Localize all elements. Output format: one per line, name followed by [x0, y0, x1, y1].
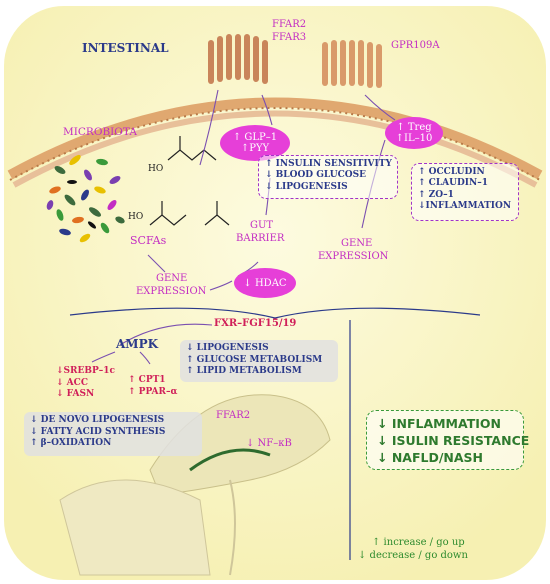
srebp-list: ↓SREBP–1c ↓ ACC ↓ FASN: [50, 363, 115, 404]
gene-expression-right-2: EXPRESSION: [318, 251, 389, 262]
fxr-effect-2: ↑ GLUCOSE METABOLISM: [186, 354, 323, 365]
metabolic-effect-1: ↑ INSULIN SENSITIVITY: [265, 159, 392, 169]
metabolic-effects-box: ↑ INSULIN SENSITIVITY ↓ BLOOD GLUCOSE ↓ …: [258, 155, 398, 199]
legend-increase: ↑ increase / go up: [372, 537, 465, 548]
fxr-label: FXR–FGF15/19: [214, 318, 297, 329]
gene-expression-left-2: EXPRESSION: [136, 286, 207, 297]
membrane-arc-inner: [12, 110, 538, 188]
srebp-item-3: ↓ FASN: [56, 389, 95, 400]
fxr-effect-1: ↓ LIPOGENESIS: [186, 343, 269, 353]
liver-effect-1: ↓ DE NOVO LIPOGENESIS: [30, 415, 165, 425]
ho-label-1: HO: [148, 164, 164, 174]
nfkb-label: ↓ NF–κB: [246, 438, 292, 449]
cpt1-list: ↑ CPT1 ↑ PPAR–α: [122, 372, 190, 401]
il10-text: ↑IL–10: [395, 133, 433, 144]
barrier-effect-4: ↓INFLAMMATION: [418, 200, 512, 211]
outcome-2: ↓ ISULIN RESISTANCE: [377, 432, 530, 448]
ho-label-2: HO: [128, 212, 144, 222]
hdac-text: ↓ HDAC: [243, 277, 287, 289]
ffar2-label: FFAR2: [272, 19, 307, 30]
treg-text: ↑ Treg: [396, 122, 432, 133]
liver-effect-2: ↓ FATTY ACID SYNTHESIS: [30, 426, 166, 437]
barrier-effect-3: ↑ ZO–1: [418, 189, 454, 200]
srebp-item-1: ↓SREBP–1c: [56, 366, 115, 376]
gut-label: GUT: [250, 220, 274, 231]
liver-effects-box: ↓ DE NOVO LIPOGENESIS ↓ FATTY ACID SYNTH…: [24, 412, 202, 456]
ampk-label: AMPK: [116, 337, 159, 351]
barrier-effect-2: ↑ CLAUDIN–1: [418, 178, 489, 189]
liver-effect-3: ↑ β–OXIDATION: [30, 438, 112, 449]
scfas-label: SCFAs: [130, 234, 167, 247]
srebp-item-2: ↓ ACC: [56, 377, 88, 388]
gpr109a-receptor: [322, 40, 382, 88]
barrier-effects-box: ↑ OCCLUDIN ↑ CLAUDIN–1 ↑ ZO–1 ↓INFLAMMAT…: [411, 163, 519, 221]
cpt1-item-1: ↑ CPT1: [128, 375, 166, 385]
metabolic-effect-2: ↓ BLOOD GLUCOSE: [265, 170, 366, 181]
outcome-1: ↓ INFLAMMATION: [377, 416, 501, 431]
cpt1-item-2: ↑ PPAR–α: [128, 386, 178, 397]
outcome-box: ↓ INFLAMMATION ↓ ISULIN RESISTANCE ↓ NAF…: [366, 410, 530, 470]
intestinal-label: INTESTINAL: [82, 41, 169, 55]
ffar-receptor: [208, 34, 268, 84]
outcome-3: ↓ NAFLD/NASH: [377, 449, 484, 465]
glp1-text: ↑ GLP–1: [232, 132, 278, 143]
ffar3-label: FFAR3: [272, 32, 307, 43]
section-bracket: [69, 307, 481, 319]
microbiota-label: MICROBIOTA: [63, 126, 137, 138]
scfa-structures: [149, 136, 230, 226]
gene-expression-left-1: GENE: [156, 273, 188, 284]
fxr-effects-box: ↓ LIPOGENESIS ↑ GLUCOSE METABOLISM ↑ LIP…: [180, 340, 338, 382]
gene-expression-right-1: GENE: [341, 238, 373, 249]
gpr109a-label: GPR109A: [391, 40, 440, 51]
legend-decrease: ↓ decrease / go down: [358, 550, 468, 561]
metabolic-effect-3: ↓ LIPOGENESIS: [265, 181, 348, 192]
barrier-label: BARRIER: [236, 233, 285, 244]
membrane-dots: [9, 107, 541, 181]
barrier-effect-1: ↑ OCCLUDIN: [418, 167, 485, 177]
membrane-arc-outer: [7, 97, 543, 180]
hdac-ellipse: ↓ HDAC: [234, 268, 296, 298]
ffar2-liver-label: FFAR2: [216, 410, 251, 421]
microbiota-cluster: [46, 154, 125, 243]
fxr-effect-3: ↑ LIPID METABOLISM: [186, 366, 302, 377]
pyy-text: ↑PYY: [240, 143, 270, 154]
treg-il10-ellipse: ↑ Treg ↑IL–10: [385, 117, 443, 149]
